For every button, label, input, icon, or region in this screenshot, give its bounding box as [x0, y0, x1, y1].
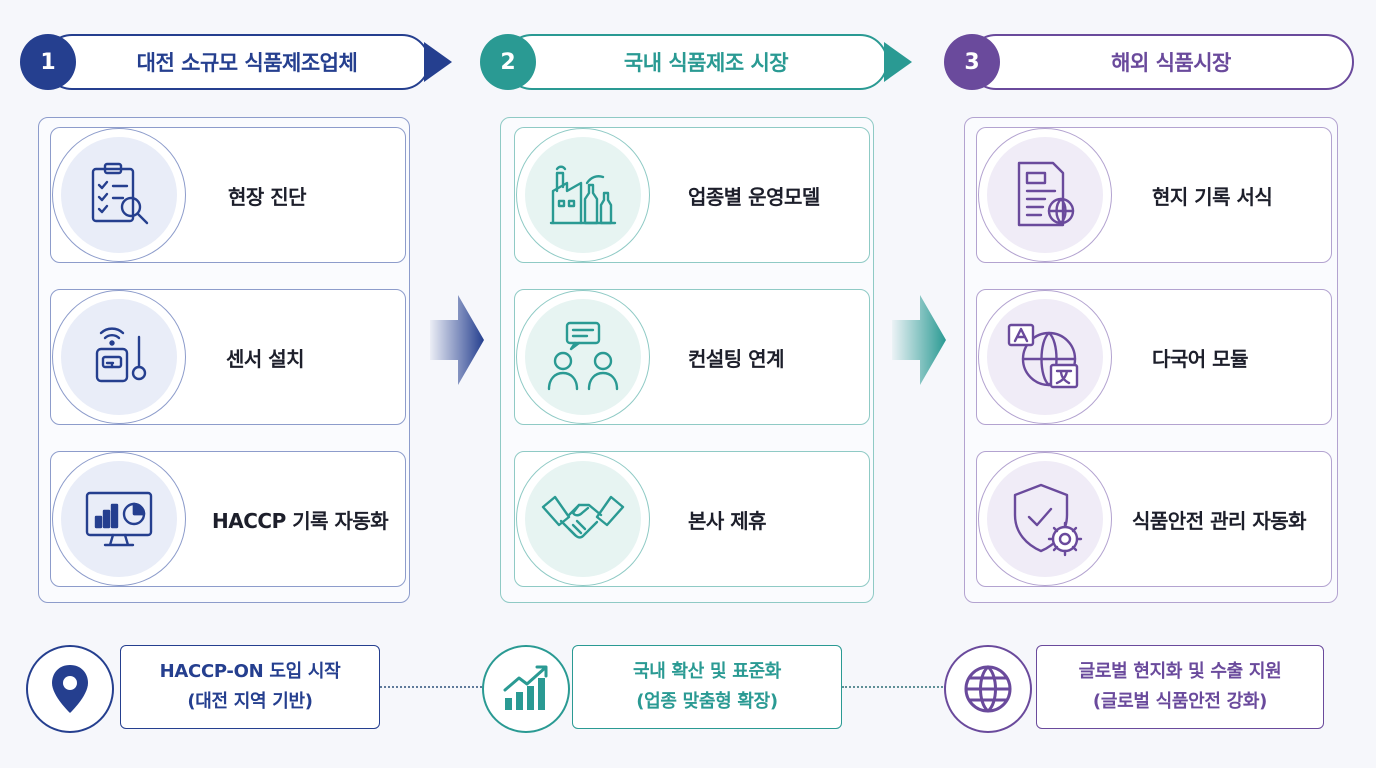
monitor-chart-icon: [85, 491, 153, 547]
growth-chart-icon: [503, 665, 548, 710]
timeline-2-circle: [482, 645, 570, 733]
stage-3-item-3-icon-ring: [978, 452, 1112, 586]
clipboard-checklist-magnifier-icon: [91, 162, 149, 225]
stage-2-item-1-icon-ring: [516, 128, 650, 262]
timeline-2-box: 국내 확산 및 표준화 (업종 맞춤형 확장): [572, 645, 842, 729]
stage-1-item-3-label: HACCP 기록 자동화: [212, 509, 389, 533]
timeline-3-line-1: 글로벌 현지화 및 수출 지원: [1078, 661, 1282, 682]
timeline-connector-2: [842, 686, 946, 688]
document-globe-icon: [1017, 161, 1075, 227]
timeline-3-line-2: (글로벌 식품안전 강화): [1092, 691, 1268, 712]
timeline-3-box: 글로벌 현지화 및 수출 지원 (글로벌 식품안전 강화): [1036, 645, 1324, 729]
timeline-1-line-2: (대전 지역 기반): [187, 691, 313, 712]
stage-1-item-3-icon-ring: [52, 452, 186, 586]
translation-globe-icon: [1007, 323, 1079, 389]
stage-2-number-badge: 2: [480, 34, 536, 90]
stage-2-header-arrow-icon: [884, 42, 912, 82]
flow-arrow-2-icon: [892, 295, 946, 385]
globe-icon: [964, 665, 1012, 713]
stage-1-header-arrow-icon: [424, 42, 452, 82]
stage-2-item-2-label: 컨설팅 연계: [688, 347, 784, 371]
stage-1-item-2-label: 센서 설치: [226, 347, 305, 371]
flow-arrow-1-icon: [430, 295, 484, 385]
factory-bottles-icon: [549, 165, 617, 225]
stage-2-item-3-label: 본사 제휴: [688, 509, 767, 533]
stage-2-number: 2: [500, 49, 516, 75]
location-pin-icon: [52, 665, 88, 713]
stage-2-item-1-label: 업종별 운영모델: [688, 185, 820, 209]
stage-1-number-badge: 1: [20, 34, 76, 90]
shield-gear-icon: [1013, 483, 1083, 557]
stage-2-item-3-icon-ring: [516, 452, 650, 586]
stage-2-item-2-icon-ring: [516, 290, 650, 424]
timeline-1-box: HACCP-ON 도입 시작 (대전 지역 기반): [120, 645, 380, 729]
stage-3-number-badge: 3: [944, 34, 1000, 90]
stage-1-item-1-icon-ring: [52, 128, 186, 262]
stage-1-title: 대전 소규모 식품제조업체: [136, 51, 358, 75]
timeline-3-circle: [944, 645, 1032, 733]
timeline-2-line-2: (업종 맞춤형 확장): [636, 691, 778, 712]
stage-3-item-3-label: 식품안전 관리 자동화: [1132, 509, 1307, 533]
consulting-people-icon: [547, 321, 619, 391]
stage-3-header: 해외 식품시장: [968, 34, 1354, 90]
stage-1-item-2-icon-ring: [52, 290, 186, 424]
stage-3-title: 해외 식품시장: [1111, 51, 1231, 75]
stage-3-item-1-label: 현지 기록 서식: [1152, 185, 1273, 209]
stage-1-item-1-label: 현장 진단: [228, 185, 307, 209]
wireless-sensor-thermometer-icon: [95, 327, 147, 383]
timeline-2-line-1: 국내 확산 및 표준화: [633, 661, 781, 682]
handshake-icon: [541, 495, 625, 539]
timeline-1-line-1: HACCP-ON 도입 시작: [159, 661, 341, 682]
timeline-connector-1: [380, 686, 482, 688]
stage-3-item-2-icon-ring: [978, 290, 1112, 424]
stage-3-number: 3: [964, 49, 980, 75]
stage-2-header: 국내 식품제조 시장: [504, 34, 888, 90]
stage-3-item-2-label: 다국어 모듈: [1152, 347, 1248, 371]
stage-3-item-1-icon-ring: [978, 128, 1112, 262]
stage-1-number: 1: [40, 49, 56, 75]
timeline-1-circle: [26, 645, 114, 733]
stage-1-header: 대전 소규모 식품제조업체: [44, 34, 430, 90]
stage-2-title: 국내 식품제조 시장: [623, 51, 789, 75]
